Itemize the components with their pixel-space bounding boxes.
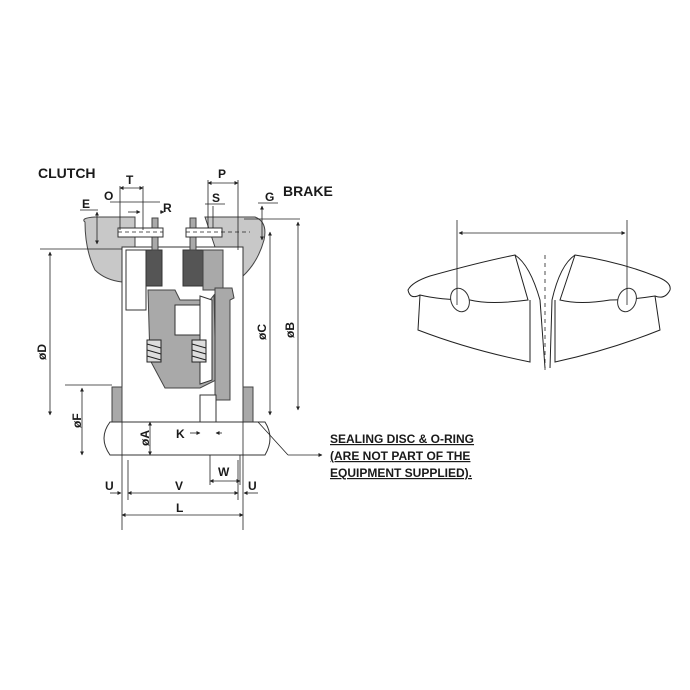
dim-A: øA [138,430,152,446]
note-line-3: EQUIPMENT SUPPLIED). [330,466,472,480]
bolt-right [185,227,250,238]
spring-icon [146,339,207,363]
note-line-2: (ARE NOT PART OF THE [330,449,470,463]
dim-T: T [126,173,134,187]
hub-slot [174,304,201,336]
seal-right [242,386,254,423]
dim-O: O [104,189,113,203]
dim-K: K [176,427,185,441]
dim-L: L [176,501,183,515]
dim-V: V [175,479,183,493]
brake-ring [202,249,224,291]
dim-P: P [218,167,226,181]
dim-E: E [82,197,90,211]
dim-W: W [218,465,230,479]
dim-U-left: U [105,479,114,493]
dim-G: G [265,190,274,204]
dim-D: øD [35,344,49,360]
brake-disc-pack [182,249,204,287]
dim-C: øC [255,324,269,340]
dim-S: S [212,191,220,205]
dimension-lines [40,180,323,530]
dim-U-right: U [248,479,257,493]
brake-title: BRAKE [283,183,333,199]
cavity [125,249,147,311]
friction-segment-detail [407,220,671,370]
shaft [103,421,271,456]
dim-R: R [163,201,172,215]
dim-F: øF [70,413,84,428]
dim-B: øB [283,322,297,338]
seal-left [111,386,123,423]
note-line-1: SEALING DISC & O-RING [330,432,474,446]
clutch-title: CLUTCH [38,165,96,181]
hole-left [450,287,470,313]
clutch-disc-pack [145,249,163,287]
bolt-left [117,227,164,238]
